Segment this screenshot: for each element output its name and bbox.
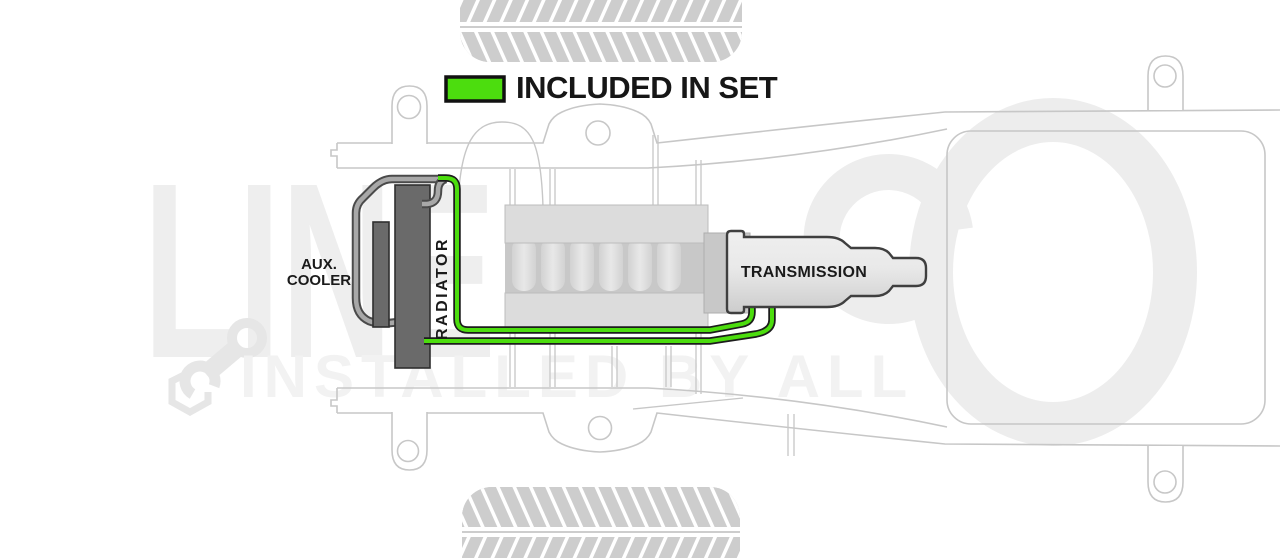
aux-cooler-label-line1: AUX. [301, 256, 337, 273]
legend-swatch [444, 75, 506, 103]
watermark-ring-o [909, 98, 1197, 446]
transmission-label: TRANSMISSION [741, 264, 867, 281]
engine-block [504, 204, 751, 331]
aux-cooler-block [372, 221, 390, 328]
legend: INCLUDED IN SET [444, 70, 778, 105]
wrench-icon [168, 318, 267, 417]
cooler-lines [424, 174, 776, 345]
frame-layer [330, 55, 1280, 503]
tire-bottom [462, 487, 740, 558]
watermark-tagline: INSTALLED BY ALL [240, 343, 914, 410]
part-labels: AUX. COOLER RADIATOR [287, 237, 451, 340]
watermark-ring-g [803, 154, 973, 324]
legend-label: INCLUDED IN SET [516, 70, 778, 105]
cooler-line-lower [424, 303, 774, 343]
radiator-block [394, 184, 431, 369]
aux-cooler-label-line2: COOLER [287, 272, 351, 289]
rear-body-outline [946, 130, 1266, 425]
cooler-line-upper [438, 176, 754, 332]
engine-cylinders [512, 238, 681, 291]
radiator-label: RADIATOR [434, 237, 451, 340]
tire-top [460, 0, 742, 62]
transmission-block: TRANSMISSION [725, 229, 928, 315]
